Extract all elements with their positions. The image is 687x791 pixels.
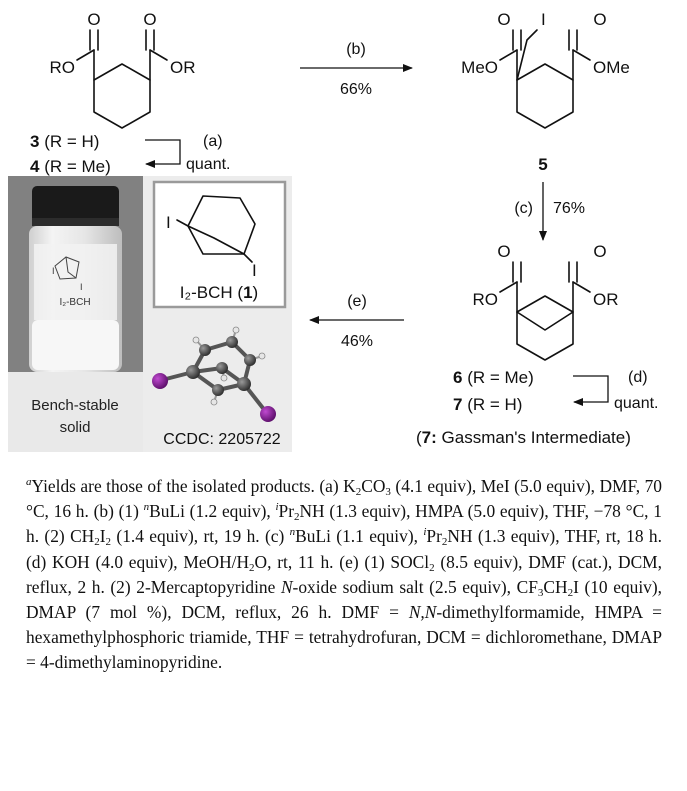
fn-text: BuLi (1.2 equiv),	[149, 501, 276, 522]
step-c-label: (c)	[514, 200, 533, 217]
fn-text: -dimethylformamide, HMPA = hexamethylpho…	[26, 602, 662, 673]
fn-sub: 2	[567, 586, 574, 599]
vial-photo: I I I₂-BCH Bench-stable solid	[8, 176, 143, 452]
compound-4-label: 4 (R = Me)	[30, 157, 111, 176]
fn-text: NH (1.3 equiv), THF, rt, 18 h. (d) KOH (…	[26, 526, 662, 572]
fn-italic: N,N	[408, 602, 437, 623]
step-b-label: (b)	[346, 41, 366, 58]
product-iodo-bottom: I	[252, 261, 257, 280]
footnote-mark: a	[26, 476, 32, 488]
compound-5-structure: O O I MeO OMe	[461, 10, 630, 129]
photo-caption-line2: solid	[60, 419, 91, 436]
product-iodo-top: I	[166, 213, 171, 232]
carbonyl-o-left: O	[87, 10, 100, 29]
arrow-a	[145, 139, 181, 168]
fn-sup: n	[143, 501, 150, 514]
or-label: OR	[170, 58, 196, 77]
meo-label: MeO	[461, 58, 498, 77]
fn-text: I (10 equiv), DMAP (7 mol %), DCM, reflu…	[26, 576, 662, 623]
fn-text: I	[99, 526, 106, 547]
carbonyl-o-right: O	[593, 242, 606, 261]
fn-text: (4.1 equiv), MeI (5.0 equiv), DMF, 70 °C…	[26, 476, 662, 522]
fn-sub: 3	[385, 486, 391, 498]
vial-label-i2: I	[80, 282, 83, 292]
carbonyl-o-right: O	[593, 10, 606, 29]
compound-3-label: 3 (R = H)	[30, 132, 99, 151]
fn-sub: 2	[94, 536, 100, 549]
product-box: I I I₂-BCH (1)	[152, 180, 287, 309]
ro-label: RO	[50, 58, 76, 77]
crystal-structure: CCDC: 2205722	[152, 326, 281, 448]
ro-label: RO	[473, 290, 499, 309]
ccdc-label: CCDC: 2205722	[163, 431, 281, 448]
carbonyl-o-left: O	[497, 242, 510, 261]
step-a-yield: quant.	[186, 156, 230, 173]
step-c-yield: 76%	[553, 200, 585, 217]
compound-6-label: 6 (R = Me)	[453, 368, 534, 387]
compound-7-label: 7 (R = H)	[453, 395, 522, 414]
synthesis-scheme: O O RO OR 3 (R = H) 4 (R = Me) (a) quant…	[8, 10, 658, 452]
compound-3-4-structure: O O RO OR	[50, 10, 196, 129]
compound-5-label: 5	[538, 155, 547, 174]
vial-label-i1: I	[52, 266, 55, 276]
vial-label-text: I₂-BCH	[59, 297, 90, 308]
photo-caption-line1: Bench-stable	[31, 397, 119, 414]
arrow-d	[573, 375, 609, 406]
ome-label: OMe	[593, 58, 630, 77]
fn-sub: 2	[355, 486, 362, 498]
step-e-label: (e)	[347, 293, 367, 310]
fn-text: NH (1.3 equiv), HMPA (5.0 equiv), THF, −…	[26, 501, 662, 547]
fn-text: -oxide sodium salt (2.5 equiv), CF	[292, 576, 538, 597]
fn-text: Pr	[426, 526, 442, 547]
fn-text: BuLi (1.1 equiv),	[295, 526, 424, 547]
product-name: I₂-BCH (1)	[180, 283, 258, 302]
carbonyl-o-left: O	[497, 10, 510, 29]
scheme-footnote: aYields are those of the isolated produc…	[26, 474, 662, 676]
fn-sub: 2	[249, 561, 255, 574]
step-d-yield: quant.	[614, 395, 658, 412]
fn-sub: 2	[429, 561, 435, 574]
step-e-yield: 46%	[341, 333, 373, 350]
fn-sup: i	[275, 501, 279, 514]
fn-text: CO	[361, 476, 386, 496]
step-d-label: (d)	[628, 369, 648, 386]
fn-sup: n	[289, 526, 296, 539]
fn-text: O, rt, 11 h. (e) (1) SOCl	[254, 551, 430, 572]
fn-italic: N	[280, 576, 293, 597]
fn-sub: 2	[105, 536, 112, 549]
iodo-label: I	[541, 10, 546, 29]
carbonyl-o-right: O	[143, 10, 156, 29]
fn-sub: 2	[294, 511, 300, 524]
fn-sub: 2	[441, 536, 448, 549]
fn-text: Yields are those of the isolated product…	[31, 476, 356, 496]
gassman-note: (7: Gassman's Intermediate)	[416, 428, 631, 447]
compound-6-7-structure: O O RO OR	[473, 242, 619, 361]
fn-text: CH	[543, 576, 568, 597]
fn-sub: 3	[537, 586, 544, 599]
fn-text: Pr	[278, 501, 294, 522]
fn-text: (8.5 equiv), DMF (cat.), DCM, reflux, 2 …	[26, 551, 662, 597]
step-b-yield: 66%	[340, 81, 372, 98]
or-label: OR	[593, 290, 619, 309]
step-a-label: (a)	[203, 133, 223, 150]
fn-text: (1.4 equiv), rt, 19 h. (c)	[111, 526, 290, 547]
fn-sup: i	[423, 526, 427, 539]
